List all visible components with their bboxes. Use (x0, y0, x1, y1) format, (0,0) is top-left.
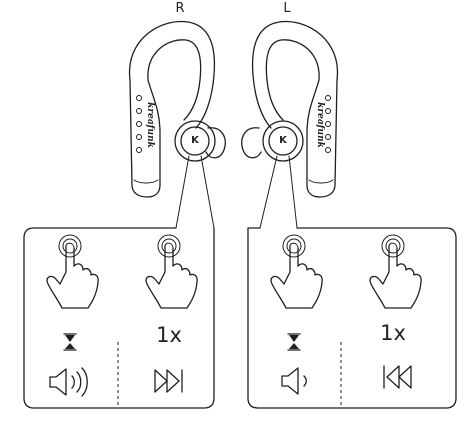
right-tap-count: 1x (156, 323, 182, 347)
left-brand-text: kreafunk (315, 102, 325, 148)
right-bud-logo: K (191, 135, 199, 146)
next-track-icon (154, 369, 183, 393)
right-bud-button (180, 126, 210, 156)
previous-track-icon (383, 365, 412, 389)
left-button-dot-1 (325, 95, 331, 101)
left-tap-gesture-icon (369, 234, 422, 309)
left-earbud-hook (251, 20, 339, 129)
left-button-dot-5 (325, 147, 331, 153)
right-earbud-stem (129, 79, 161, 198)
left-tap-count: 1x (380, 321, 406, 345)
left-earbud-label: L (283, 1, 291, 16)
left-bud-button (268, 126, 298, 156)
volume-up-icon (49, 367, 88, 397)
left-earbud (241, 20, 339, 229)
right-hourglass-icon (63, 333, 77, 351)
left-button-dot-2 (325, 108, 331, 114)
right-eartip (205, 127, 226, 159)
left-bud-housing (262, 120, 304, 162)
right-button-dot-3 (136, 121, 142, 127)
right-leader-line (175, 155, 215, 229)
left-earbud-stem (306, 79, 338, 198)
right-button-dot-4 (136, 134, 142, 140)
left-leader-line (259, 155, 298, 229)
right-earbud-label: R (175, 1, 185, 16)
left-hourglass-icon (287, 333, 301, 351)
right-earbud-hook (128, 20, 216, 129)
right-brand-text: kreafunk (145, 102, 155, 148)
left-earbud-hook-inner (265, 39, 320, 121)
left-bud-logo: K (279, 135, 287, 146)
left-hold-gesture-icon (270, 234, 323, 309)
left-eartip (241, 127, 262, 159)
volume-down-icon (281, 367, 307, 395)
right-controls-panel (23, 227, 215, 409)
left-button-dot-4 (325, 134, 331, 140)
right-tap-gesture-icon (145, 234, 198, 309)
right-button-dot-1 (136, 95, 142, 101)
left-controls-panel (247, 227, 457, 409)
right-earbud (128, 20, 226, 229)
right-earbud-hook-inner (147, 39, 202, 121)
right-button-dot-5 (136, 147, 142, 153)
right-hold-gesture-icon (46, 234, 99, 309)
right-bud-housing (174, 120, 216, 162)
left-button-dot-3 (325, 121, 331, 127)
right-button-dot-2 (136, 108, 142, 114)
